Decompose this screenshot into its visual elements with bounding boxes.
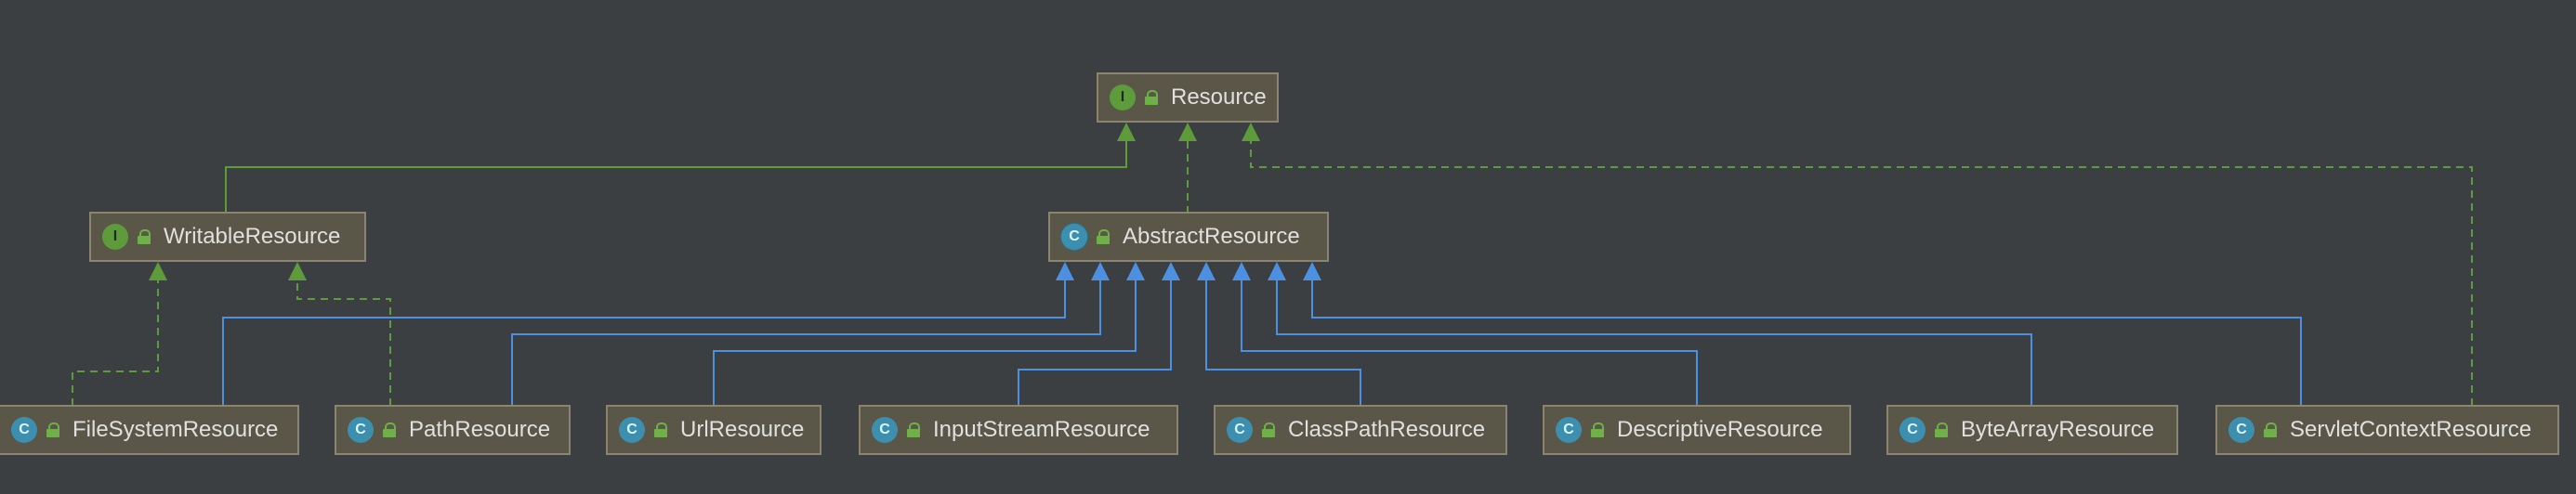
edge-path-writable [296,279,391,406]
node-inputstream-resource[interactable]: C InputStreamResource [859,405,1178,455]
arrowhead-resource-2 [1178,123,1197,141]
arrowhead-abstract-3 [1126,262,1145,280]
node-abstract-resource[interactable]: C AbstractResource [1048,212,1329,262]
class-icon: C [1227,417,1253,443]
node-descriptive-resource[interactable]: C DescriptiveResource [1543,405,1851,455]
node-writable-resource[interactable]: I WritableResource [89,212,366,262]
arrowhead-resource-3 [1242,123,1260,141]
lock-icon [1935,422,1948,437]
class-icon: C [348,417,374,443]
lock-icon [1262,422,1275,437]
class-icon: C [1556,417,1582,443]
node-label: WritableResource [164,224,341,249]
node-path-resource[interactable]: C PathResource [335,405,571,455]
node-label: DescriptiveResource [1617,417,1823,442]
edge-filesystem-abstract [222,279,1066,406]
node-label: ByteArrayResource [1961,417,2155,442]
lock-icon [383,422,396,437]
edge-bytearray-abstract [1276,279,2032,406]
arrowhead-abstract-7 [1268,262,1286,280]
arrowhead-abstract-1 [1056,262,1074,280]
lock-icon [654,422,667,437]
arrowhead-resource-1 [1117,123,1136,141]
lock-icon [1145,90,1158,105]
class-icon: C [872,417,898,443]
node-label: ClassPathResource [1288,417,1486,442]
edge-inputstream-abstract [1018,279,1172,406]
edge-descriptive-abstract [1241,279,1698,406]
arrowhead-writable-1 [149,262,167,280]
node-label: InputStreamResource [933,417,1150,442]
node-label: FileSystemResource [72,417,279,442]
interface-icon: I [1110,84,1136,110]
arrowhead-abstract-6 [1232,262,1251,280]
lock-icon [1591,422,1604,437]
node-label: AbstractResource [1123,224,1300,249]
node-classpath-resource[interactable]: C ClassPathResource [1214,405,1507,455]
lock-icon [1097,229,1110,244]
node-url-resource[interactable]: C UrlResource [606,405,821,455]
lock-icon [2264,422,2277,437]
node-servletcontext-resource[interactable]: C ServletContextResource [2215,405,2559,455]
node-label: PathResource [409,417,551,442]
arrowhead-abstract-5 [1197,262,1216,280]
lock-icon [138,229,151,244]
lock-icon [46,422,59,437]
node-label: Resource [1171,84,1267,110]
node-label: ServletContextResource [2290,417,2532,442]
class-icon: C [11,417,37,443]
node-bytearray-resource[interactable]: C ByteArrayResource [1886,405,2178,455]
edge-writable-resource [225,139,1127,214]
arrowhead-writable-2 [288,262,307,280]
abstract-class-icon: C [1061,224,1087,250]
node-resource[interactable]: I Resource [1097,72,1279,123]
arrowhead-abstract-8 [1303,262,1321,280]
edge-url-abstract [713,279,1137,406]
arrowhead-abstract-2 [1091,262,1110,280]
edge-classpath-abstract [1205,279,1361,406]
edge-path-abstract [511,279,1101,406]
edge-servletcontext-resource [1250,139,2473,406]
class-icon: C [1899,417,1925,443]
interface-icon: I [102,224,128,250]
edge-servletcontext-abstract [1311,279,2302,406]
class-icon: C [2228,417,2254,443]
edge-filesystem-writable [72,279,159,406]
arrowhead-abstract-4 [1162,262,1180,280]
node-label: UrlResource [680,417,805,442]
node-filesystem-resource[interactable]: C FileSystemResource [0,405,299,455]
class-icon: C [619,417,645,443]
lock-icon [907,422,920,437]
